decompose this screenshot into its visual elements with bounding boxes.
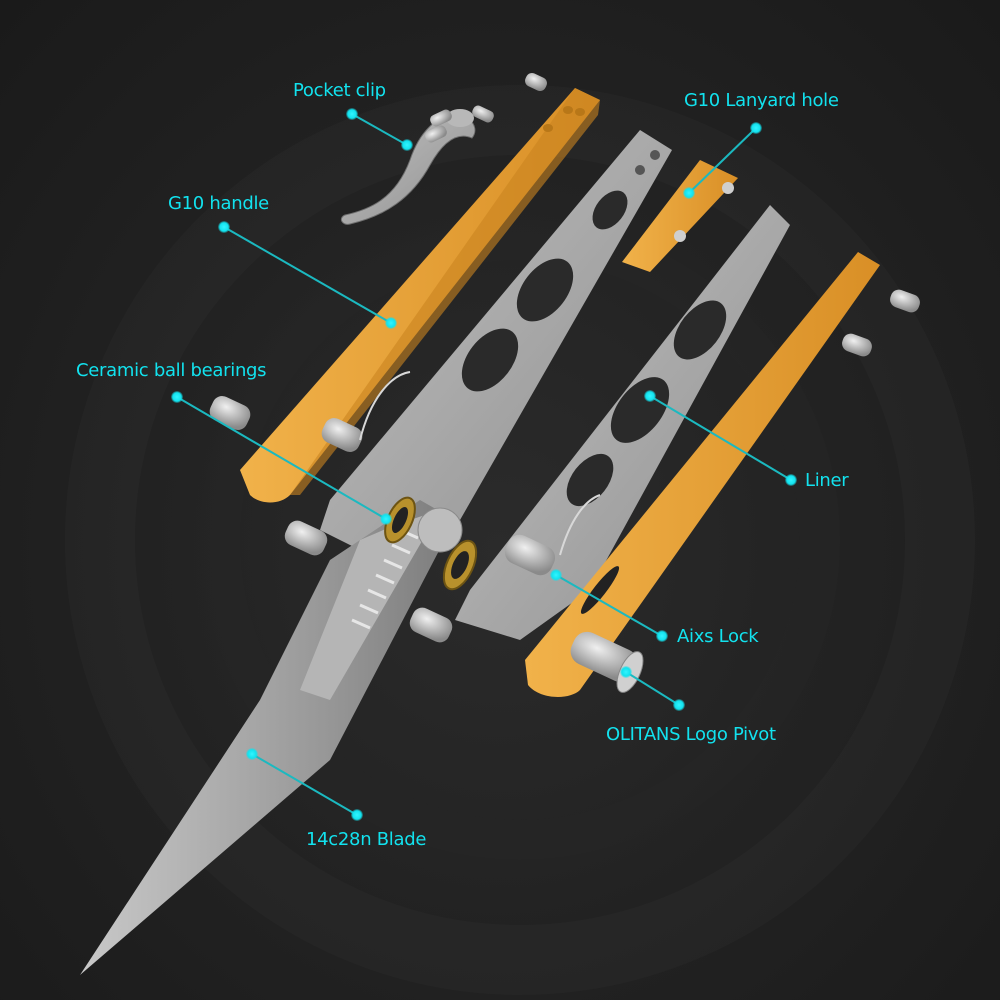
callout-line-lanyard: [688, 127, 757, 194]
label-g10-lanyard-hole: G10 Lanyard hole: [684, 90, 839, 111]
callout-line-g10-handle: [223, 226, 392, 324]
label-g10-handle: G10 handle: [168, 193, 269, 214]
pocket-clip-part: [340, 109, 476, 225]
g10-lanyard-part: [622, 160, 738, 272]
callout-line-liner: [649, 395, 792, 481]
g10-handle-left-part: [240, 88, 600, 503]
blade-part: [80, 500, 463, 975]
clip-screws: [425, 72, 547, 143]
label-ceramic-ball-bearings: Ceramic ball bearings: [76, 360, 267, 381]
callout-line-pocket-clip: [351, 113, 408, 146]
label-olitans-logo-pivot: OLITANS Logo Pivot: [606, 724, 776, 745]
g10-handle-right-part: [525, 252, 880, 697]
callout-line-pivot: [625, 671, 680, 706]
callout-lines: [176, 113, 792, 816]
background-logo-watermark: [65, 85, 975, 995]
lock-springs: [359, 371, 601, 556]
handle-screws-right: [842, 289, 920, 357]
label-aixs-lock: Aixs Lock: [677, 626, 759, 647]
callout-line-aixs-lock: [555, 574, 663, 637]
label-pocket-clip: Pocket clip: [293, 80, 386, 101]
callout-line-bearings: [176, 396, 387, 520]
liner-left-part: [320, 130, 672, 560]
label-liner: Liner: [805, 470, 849, 491]
callout-line-blade: [251, 753, 358, 816]
callout-dots: [171, 108, 797, 821]
ceramic-bearings-part: [384, 496, 478, 591]
label-14c28n-blade: 14c28n Blade: [306, 829, 427, 850]
